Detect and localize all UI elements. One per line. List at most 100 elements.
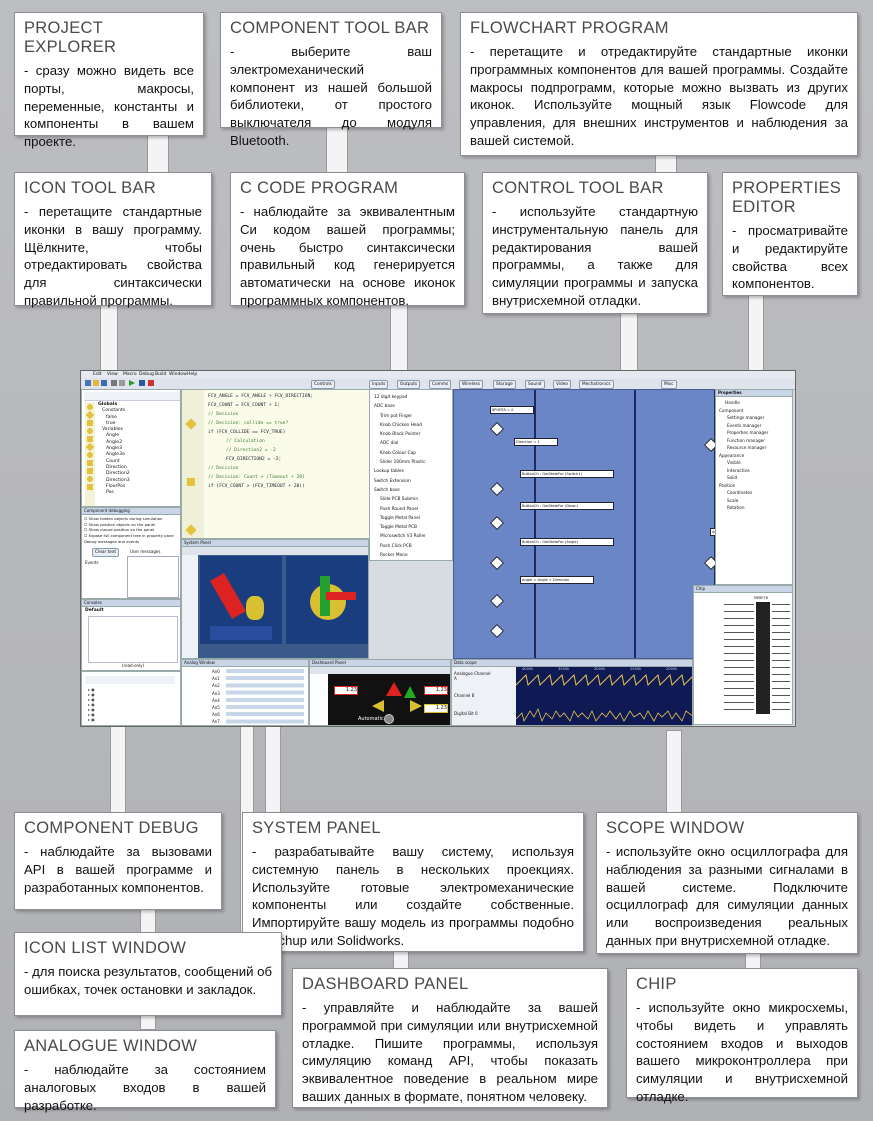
flowchart-icon[interactable]: Angle = Angle + Direction bbox=[520, 576, 594, 584]
list-item[interactable]: Variables bbox=[102, 427, 123, 433]
debug-option[interactable]: ☐ Show hidden objects during simulation bbox=[84, 516, 163, 521]
save-icon[interactable] bbox=[101, 380, 107, 386]
list-item[interactable]: false bbox=[106, 414, 117, 420]
list-item[interactable]: Rocker Mono bbox=[380, 553, 408, 559]
menu-item[interactable]: Help bbox=[187, 372, 198, 377]
list-item[interactable]: Switch Extension bbox=[374, 478, 411, 484]
property-item[interactable]: Interactive bbox=[727, 467, 750, 473]
decision-icon[interactable] bbox=[489, 421, 505, 437]
list-item[interactable]: Direction bbox=[106, 464, 127, 470]
tab-controls[interactable]: Controls bbox=[311, 380, 335, 389]
list-item[interactable]: Angle2 bbox=[106, 439, 122, 445]
scope-display[interactable]: 4000k 3500k 3000k 2500k 2000k bbox=[515, 667, 692, 725]
flowchart-icon[interactable]: ButtonCh : GetStateFor (Down) bbox=[520, 502, 614, 510]
list-item[interactable]: Globals bbox=[98, 402, 118, 407]
list-item[interactable]: Direction2 bbox=[106, 471, 130, 477]
copy-icon[interactable] bbox=[119, 380, 125, 386]
menu-item[interactable]: Build bbox=[155, 372, 167, 377]
tab-inputs[interactable]: Inputs bbox=[369, 380, 389, 389]
property-item[interactable]: Resource manager bbox=[727, 445, 767, 450]
tab-storage[interactable]: Storage bbox=[493, 380, 516, 389]
property-item[interactable]: Appearance bbox=[719, 452, 745, 458]
list-item[interactable]: Angle3 bbox=[106, 446, 122, 452]
list-item[interactable]: Pos bbox=[106, 490, 114, 496]
list-item[interactable]: Lookup tables bbox=[374, 469, 404, 475]
list-item[interactable]: Slide PCB Submin bbox=[380, 497, 419, 503]
up-arrow-icon[interactable] bbox=[386, 682, 402, 696]
right-arrow-icon[interactable] bbox=[410, 700, 422, 712]
3d-view-right[interactable] bbox=[286, 556, 368, 644]
tab-mechatronics[interactable]: Mechatronics bbox=[579, 380, 614, 389]
flowchart-icon[interactable]: ButtonCh : GetStateFor (Angle) bbox=[520, 538, 614, 546]
list-item[interactable]: Push Round Panel bbox=[380, 506, 419, 512]
list-item[interactable]: Angle3a bbox=[106, 452, 125, 458]
left-arrow-icon[interactable] bbox=[372, 700, 384, 712]
automatic-knob[interactable] bbox=[384, 714, 394, 724]
list-item[interactable]: Constants bbox=[102, 408, 126, 414]
list-item[interactable]: Microswitch V3 Roller bbox=[380, 534, 426, 540]
decision-icon[interactable] bbox=[489, 515, 505, 531]
property-item[interactable]: Visible bbox=[727, 460, 741, 465]
property-item[interactable]: Properties manager bbox=[727, 430, 769, 435]
list-item[interactable]: Toggle Metal PCB bbox=[380, 525, 417, 531]
list-item[interactable]: Knob Colour Cap bbox=[380, 450, 416, 456]
flowchart-icon[interactable]: ButtonCh : GetStateFor (Switch1) bbox=[520, 470, 614, 478]
list-item[interactable]: 12 digit keypad bbox=[374, 395, 408, 400]
property-item[interactable]: Component bbox=[719, 407, 744, 413]
new-icon[interactable] bbox=[85, 380, 91, 386]
menu-item[interactable]: Window bbox=[169, 372, 187, 377]
consoles-default-tab[interactable]: Default bbox=[85, 608, 104, 613]
tab-misc[interactable]: Misc bbox=[661, 380, 677, 389]
list-item[interactable]: Push Click PCB bbox=[380, 543, 412, 549]
stop-icon[interactable] bbox=[148, 380, 154, 386]
list-item[interactable]: Slider 100mm Plastic bbox=[380, 460, 426, 466]
clear-text-button[interactable]: Clear text bbox=[92, 548, 120, 557]
analog-bars[interactable] bbox=[226, 669, 304, 725]
debug-option[interactable]: ☐ Show position objects on the panel bbox=[84, 521, 156, 527]
property-item[interactable]: Solid bbox=[727, 475, 738, 480]
list-item[interactable]: Knob Black Pointer bbox=[380, 432, 421, 438]
property-item[interactable]: Handle bbox=[725, 400, 740, 405]
tab-sound[interactable]: Sound bbox=[525, 380, 545, 389]
open-icon[interactable] bbox=[93, 380, 99, 386]
chip-pins-left[interactable] bbox=[724, 604, 754, 712]
chip-pins-right[interactable] bbox=[772, 604, 790, 712]
decision-icon[interactable] bbox=[489, 623, 505, 639]
list-item[interactable]: Switch base bbox=[374, 487, 400, 493]
list-item[interactable]: ADC dial bbox=[380, 441, 399, 447]
flowchart-icon[interactable]: Direction = 1 bbox=[514, 438, 558, 446]
tab-wireless[interactable]: Wireless bbox=[459, 380, 483, 389]
menu-item[interactable]: Macro bbox=[123, 372, 137, 377]
flowchart-icon[interactable]: $PORTA = 0 bbox=[490, 406, 534, 414]
decision-icon[interactable] bbox=[489, 481, 505, 497]
tab-outputs[interactable]: Outputs bbox=[397, 380, 421, 389]
play-icon[interactable] bbox=[129, 380, 135, 386]
property-item[interactable]: Settings manager bbox=[727, 415, 765, 420]
user-messages-box[interactable] bbox=[127, 556, 179, 598]
debug-option[interactable]: ☐ Expose full component tree in property… bbox=[84, 532, 174, 538]
list-item[interactable]: Toggle Metal Panel bbox=[380, 515, 421, 521]
green-up-arrow-icon[interactable] bbox=[404, 686, 416, 698]
list-item[interactable]: Trim pot Finger bbox=[380, 413, 413, 419]
list-item[interactable]: ADC base bbox=[374, 404, 395, 410]
menu-item[interactable]: View bbox=[107, 372, 118, 377]
list-item[interactable]: Angle bbox=[106, 433, 120, 439]
tab-video[interactable]: Video bbox=[553, 380, 572, 389]
list-item[interactable]: Count bbox=[106, 458, 120, 464]
property-item[interactable]: Function manager bbox=[727, 437, 765, 443]
property-item[interactable]: Coordinates bbox=[727, 490, 753, 495]
list-item[interactable]: Direction3 bbox=[106, 477, 130, 483]
property-item[interactable]: Rotation bbox=[727, 505, 745, 510]
decision-icon[interactable] bbox=[489, 555, 505, 571]
property-item[interactable]: Scale bbox=[727, 497, 739, 503]
debug-option[interactable]: ☐ Show mouse position on the panel bbox=[84, 527, 155, 532]
menu-item[interactable]: Edit bbox=[93, 372, 102, 377]
icon-list[interactable]: ▸ ●▸ ●▸ ●▸ ●▸ ●▸ ●▸ ● bbox=[88, 687, 95, 722]
cut-icon[interactable] bbox=[111, 380, 117, 386]
tab-comms[interactable]: Comms bbox=[429, 380, 452, 389]
decision-icon[interactable] bbox=[489, 593, 505, 609]
pause-icon[interactable] bbox=[139, 380, 145, 386]
property-item[interactable]: Events manager bbox=[727, 422, 762, 428]
dashboard-view[interactable]: 1.23 1.23 1.23 Automatic bbox=[328, 674, 450, 725]
menu-item[interactable]: Debug bbox=[139, 372, 154, 377]
